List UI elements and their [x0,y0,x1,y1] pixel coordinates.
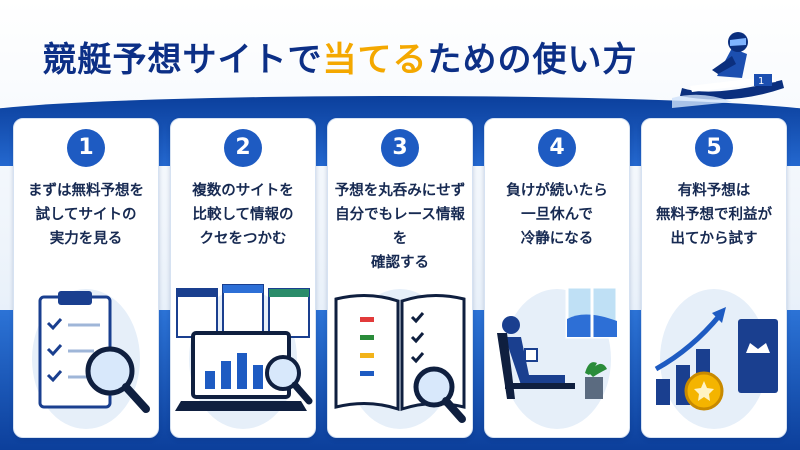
steps-row: 1 まずは無料予想を試してサイトの実力を見る 2 [13,118,787,438]
open-book-magnifier-icon [328,279,472,429]
rising-chart-coin-icon [642,279,786,429]
step-card-5: 5 有料予想は無料予想で利益が出てから試す [641,118,787,438]
page-title: 競艇予想サイトで当てるための使い方 [42,40,638,80]
step-text: 有料予想は無料予想で利益が出てから試す [656,183,772,247]
person-resting-icon [485,279,629,429]
svg-text:1: 1 [758,76,764,87]
step-text: まずは無料予想を試してサイトの実力を見る [28,183,144,247]
step-card-3: 3 予想を丸呑みにせず自分でもレース情報を確認する [327,118,473,438]
clipboard-magnifier-icon [14,279,158,429]
step-card-1: 1 まずは無料予想を試してサイトの実力を見る [13,118,159,438]
laptop-chart-icon [171,279,315,429]
step-number-badge: 2 [224,129,262,167]
step-card-2: 2 複数のサイトを比較して情報のクセをつかむ [170,118,316,438]
step-text: 複数のサイトを比較して情報のクセをつかむ [192,183,294,247]
step-text: 負けが続いたら一旦休んで冷静になる [506,183,608,247]
step-number-badge: 1 [67,129,105,167]
step-number-badge: 5 [695,129,733,167]
boat-racer-icon: 1 [672,32,784,108]
step-text: 予想を丸呑みにせず自分でもレース情報を確認する [334,183,466,271]
step-card-4: 4 負けが続いたら一旦休んで冷静になる [484,118,630,438]
step-number-badge: 3 [381,129,419,167]
step-number-badge: 4 [538,129,576,167]
